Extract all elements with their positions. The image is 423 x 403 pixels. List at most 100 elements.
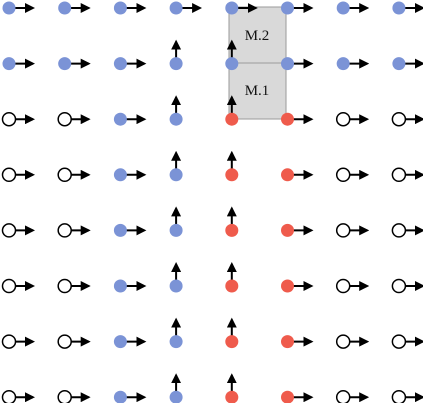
node-r3-c2 — [57, 111, 91, 127]
blue-node — [169, 223, 183, 237]
blue-node — [113, 223, 127, 237]
node-r1-c5 — [225, 1, 258, 15]
hollow-node — [335, 223, 351, 238]
module-m1-box — [228, 62, 287, 120]
hollow-node — [57, 111, 72, 127]
node-r6-c2 — [57, 278, 91, 294]
node-r5-c3 — [113, 223, 147, 237]
node-r1-c6 — [281, 1, 314, 15]
node-r4-c2 — [57, 167, 91, 183]
hollow-node — [391, 334, 407, 349]
node-r3-c7 — [335, 111, 370, 127]
hollow-node — [57, 389, 72, 403]
blue-node — [225, 57, 239, 71]
blue-node — [113, 279, 127, 293]
node-r1-c3 — [113, 1, 147, 15]
node-r2-c8 — [392, 57, 423, 71]
node-r2-c6 — [281, 57, 314, 71]
node-r1-c4 — [169, 1, 203, 15]
node-r2-c5 — [225, 39, 239, 71]
node-r7-c3 — [113, 335, 147, 349]
hollow-node — [57, 334, 72, 349]
blue-node — [169, 57, 183, 71]
blue-node — [169, 390, 183, 403]
red-node — [225, 335, 239, 349]
red-node — [225, 279, 239, 293]
blue-node — [336, 1, 350, 15]
red-node — [225, 390, 239, 403]
node-r5-c1 — [1, 223, 35, 238]
hollow-node — [335, 278, 351, 294]
hollow-node — [391, 167, 407, 183]
blue-node — [169, 279, 183, 293]
node-r7-c5 — [225, 317, 239, 349]
node-r6-c1 — [1, 278, 35, 294]
node-r7-c2 — [57, 334, 91, 349]
node-r5-c8 — [391, 223, 423, 238]
hollow-node — [335, 389, 351, 403]
node-r1-c2 — [58, 1, 91, 15]
node-r8-c7 — [335, 389, 370, 403]
node-r6-c7 — [335, 278, 370, 294]
node-r3-c5 — [225, 95, 239, 126]
node-r5-c7 — [335, 223, 370, 238]
blue-node — [113, 112, 127, 126]
node-r3-c4 — [169, 95, 183, 126]
module-m2-box — [228, 6, 287, 64]
blue-node — [113, 57, 127, 71]
blue-node — [113, 335, 127, 349]
blue-node — [169, 335, 183, 349]
blue-node — [113, 168, 127, 182]
module-m1: M.1 — [228, 62, 287, 120]
node-r7-c4 — [169, 317, 183, 349]
node-r4-c8 — [391, 167, 423, 183]
hollow-node — [1, 111, 17, 127]
node-r3-c8 — [391, 111, 423, 127]
hollow-node — [335, 334, 351, 349]
node-r4-c1 — [1, 167, 35, 183]
blue-node — [169, 1, 183, 15]
node-r4-c7 — [335, 167, 370, 183]
red-node — [281, 112, 294, 126]
node-r4-c6 — [281, 168, 314, 182]
node-r3-c1 — [1, 111, 35, 127]
hollow-node — [391, 111, 407, 127]
node-r4-c5 — [225, 150, 239, 182]
module-m2: M.2 — [228, 6, 287, 64]
node-r7-c1 — [1, 334, 35, 349]
blue-node — [281, 1, 294, 15]
red-node — [281, 335, 294, 349]
node-r2-c7 — [336, 57, 370, 71]
blue-node — [2, 57, 16, 71]
red-node — [281, 168, 294, 182]
node-r6-c5 — [225, 262, 239, 293]
node-r8-c4 — [169, 373, 183, 403]
hollow-node — [391, 389, 407, 403]
hollow-node — [57, 278, 72, 294]
node-r2-c1 — [2, 57, 35, 71]
blue-node — [169, 168, 183, 182]
module-m1-label: M.1 — [245, 83, 270, 99]
node-r3-c6 — [281, 112, 314, 126]
blue-node — [392, 57, 406, 71]
hollow-node — [1, 223, 17, 238]
hollow-node — [335, 167, 351, 183]
red-node — [225, 223, 239, 237]
hollow-node — [1, 389, 17, 403]
node-r2-c2 — [58, 57, 91, 71]
node-r7-c7 — [335, 334, 370, 349]
red-node — [225, 112, 239, 126]
blue-node — [58, 1, 72, 15]
node-r5-c5 — [225, 206, 239, 237]
node-r5-c4 — [169, 206, 183, 237]
blue-node — [169, 112, 183, 126]
red-node — [225, 168, 239, 182]
node-r8-c1 — [1, 389, 35, 403]
red-node — [281, 223, 294, 237]
node-r4-c3 — [113, 168, 147, 182]
hollow-node — [57, 223, 72, 238]
node-r6-c4 — [169, 262, 183, 293]
blue-node — [113, 390, 127, 403]
node-r5-c2 — [57, 223, 91, 238]
